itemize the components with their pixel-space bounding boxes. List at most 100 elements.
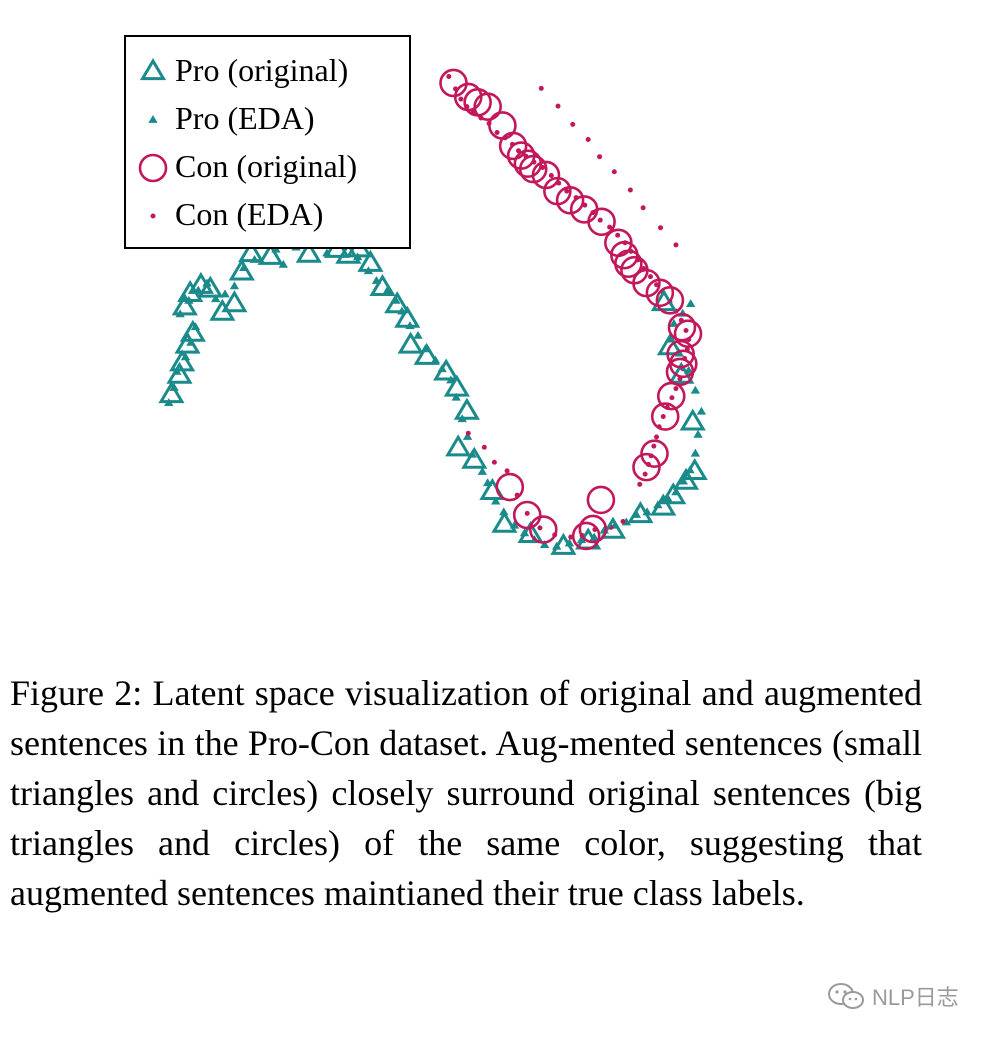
- data-point: [654, 434, 660, 440]
- data-point: [528, 515, 558, 544]
- data-point: [645, 278, 675, 308]
- watermark-text: NLP日志: [872, 985, 959, 1010]
- data-point: [512, 500, 542, 530]
- legend-label: Pro (original): [175, 52, 348, 88]
- wechat-icon: [828, 983, 864, 1009]
- data-point: [439, 68, 468, 98]
- data-point: [179, 319, 206, 342]
- data-point: [656, 333, 684, 356]
- data-point: [550, 532, 577, 555]
- data-point: [451, 392, 461, 401]
- data-point: [655, 286, 685, 315]
- data-point: [656, 381, 686, 411]
- data-point: [673, 242, 679, 248]
- legend-marker: [138, 153, 168, 183]
- data-point: [166, 361, 193, 384]
- data-point: [620, 518, 626, 524]
- data-point: [517, 520, 544, 544]
- data-point: [669, 395, 675, 401]
- data-point: [555, 103, 561, 109]
- data-point: [158, 381, 185, 404]
- data-point: [681, 458, 708, 481]
- legend-box: [124, 35, 411, 249]
- data-point: [413, 330, 423, 339]
- data-point: [627, 187, 633, 193]
- data-point: [660, 414, 666, 420]
- data-point: [394, 305, 421, 328]
- legend-label: Con (EDA): [175, 196, 323, 232]
- data-point: [229, 281, 240, 290]
- data-point: [524, 510, 530, 516]
- data-point: [650, 402, 680, 431]
- data-point: [537, 525, 543, 531]
- legend-items: Pro (original) Pro (EDA) Con (original) Con…: [138, 52, 357, 232]
- data-point: [174, 331, 201, 354]
- data-point: [642, 471, 648, 477]
- data-point: [683, 327, 689, 333]
- data-point: [504, 468, 510, 474]
- data-point: [570, 121, 576, 127]
- data-point: [228, 258, 255, 281]
- data-point: [488, 111, 517, 140]
- data-point: [461, 446, 488, 469]
- data-point: [458, 96, 464, 102]
- data-point: [446, 74, 452, 80]
- legend-label: Pro (EDA): [175, 100, 315, 136]
- data-point: [257, 242, 284, 265]
- data-point: [498, 131, 528, 161]
- watermark: NLP日志: [826, 978, 959, 1014]
- data-point: [585, 136, 591, 142]
- data-point: [611, 169, 617, 175]
- data-point: [491, 496, 501, 505]
- data-point: [384, 291, 411, 314]
- data-point: [571, 521, 601, 551]
- data-point: [413, 342, 440, 365]
- data-point: [477, 466, 487, 475]
- data-point: [686, 299, 696, 307]
- data-point: [491, 510, 518, 533]
- data-point: [494, 129, 500, 135]
- data-point: [171, 293, 198, 316]
- data-point: [481, 444, 487, 450]
- data-point: [632, 452, 661, 482]
- data-point: [597, 154, 603, 160]
- data-point: [369, 274, 396, 297]
- data-point: [587, 207, 616, 237]
- data-point: [433, 358, 460, 381]
- data-point: [693, 429, 703, 438]
- data-point: [690, 385, 701, 394]
- data-point: [220, 289, 230, 298]
- data-point: [555, 185, 585, 215]
- data-point: [221, 290, 248, 313]
- data-point: [647, 274, 653, 280]
- data-point: [518, 154, 548, 184]
- data-point: [495, 472, 525, 502]
- data-point: [473, 92, 502, 121]
- scatter-plot: Pro (original) Pro (EDA) Con (original) Con…: [124, 35, 708, 555]
- data-point: [453, 397, 480, 420]
- data-point: [539, 540, 550, 549]
- data-point: [640, 205, 646, 211]
- data-point: [615, 232, 621, 238]
- data-point: [627, 501, 654, 524]
- data-point: [599, 516, 627, 539]
- data-point: [548, 173, 554, 179]
- data-point: [669, 319, 679, 327]
- data-point: [650, 493, 677, 516]
- data-point: [491, 459, 497, 465]
- legend-label: Con (original): [175, 148, 357, 184]
- data-point: [210, 294, 221, 303]
- data-point: [690, 448, 701, 457]
- data-point: [357, 249, 384, 272]
- data-point: [169, 349, 196, 372]
- data-point: [607, 224, 613, 230]
- legend-marker: [148, 115, 158, 123]
- data-point: [397, 331, 424, 354]
- data-point: [443, 374, 470, 397]
- data-point: [238, 240, 265, 263]
- data-point: [696, 406, 707, 415]
- data-point: [673, 386, 679, 392]
- data-point: [658, 225, 664, 231]
- data-point: [673, 319, 703, 348]
- data-point: [538, 85, 544, 91]
